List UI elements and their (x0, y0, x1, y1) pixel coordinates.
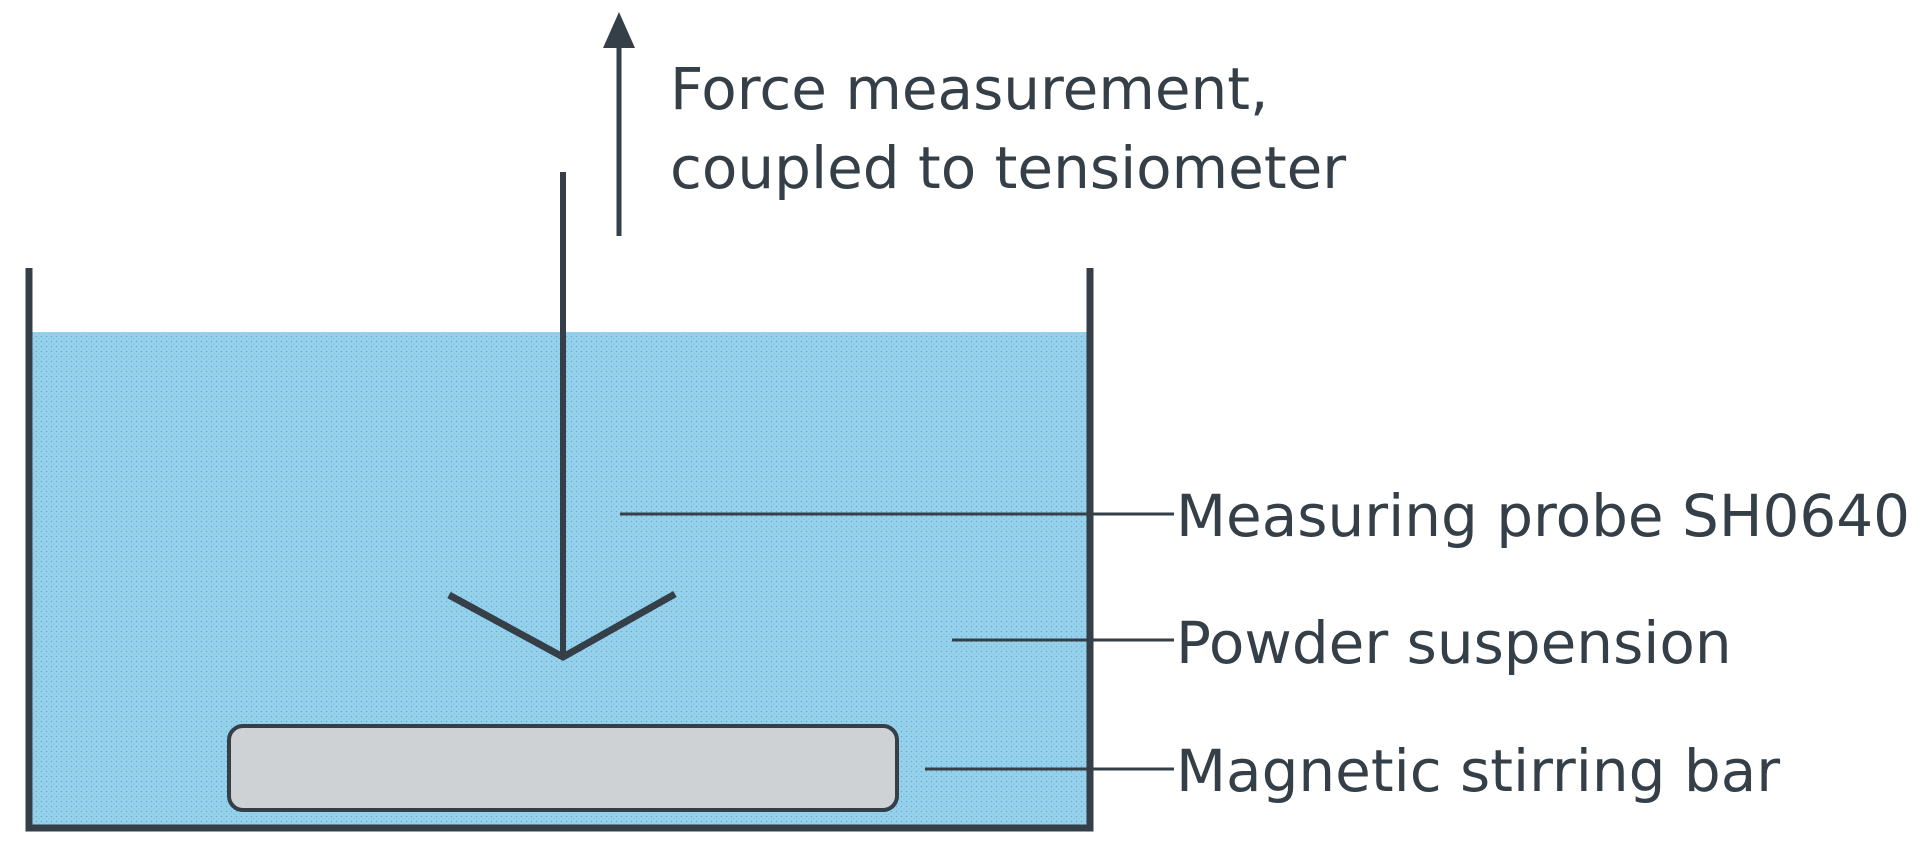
force-label-line1: Force measurement, (670, 55, 1268, 123)
probe-label: Measuring probe SH0640 (1176, 482, 1910, 550)
probe-v (447, 590, 677, 661)
force-arrow-head (603, 12, 635, 48)
suspension-label: Powder suspension (1176, 609, 1732, 677)
vessel (25, 268, 1094, 832)
force-label-line2: coupled to tensiometer (670, 134, 1346, 202)
magnetic-stirring-bar (227, 724, 899, 812)
stirrer-label: Magnetic stirring bar (1176, 737, 1780, 805)
